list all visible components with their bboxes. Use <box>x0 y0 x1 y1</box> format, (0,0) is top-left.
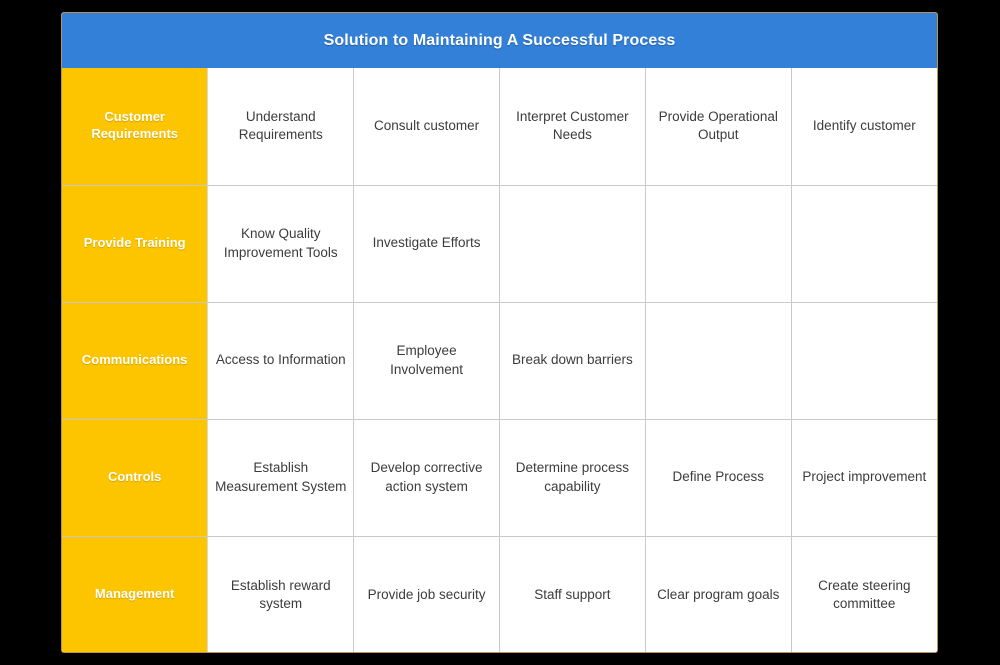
matrix-cell-empty <box>644 301 792 420</box>
matrix-cell: Access to Information <box>207 301 355 420</box>
page-title: Solution to Maintaining A Successful Pro… <box>62 13 937 68</box>
table-row: Management Establish reward system Provi… <box>62 535 937 652</box>
matrix-cell: Clear program goals <box>644 535 792 652</box>
matrix-cell: Consult customer <box>353 68 500 186</box>
matrix-cell-empty <box>790 184 937 303</box>
row-category-label: Communications <box>62 301 209 420</box>
matrix-cell: Identify customer <box>790 68 937 186</box>
solution-matrix-table: Customer Requirements Understand Require… <box>62 68 937 652</box>
table-row: Communications Access to Information Emp… <box>62 301 937 420</box>
row-category-label: Customer Requirements <box>62 68 209 186</box>
matrix-cell: Develop corrective action system <box>353 418 500 537</box>
matrix-cell: Establish Measurement System <box>207 418 355 537</box>
matrix-cell-empty <box>790 301 937 420</box>
matrix-cell: Determine process capability <box>498 418 646 537</box>
matrix-body: Customer Requirements Understand Require… <box>62 68 937 652</box>
row-category-label: Management <box>62 535 209 652</box>
row-category-label: Controls <box>62 418 209 537</box>
matrix-cell: Provide Operational Output <box>644 68 792 186</box>
table-row: Controls Establish Measurement System De… <box>62 418 937 537</box>
matrix-cell: Create steering committee <box>790 535 937 652</box>
matrix-cell: Employee Involvement <box>353 301 500 420</box>
matrix-cell: Define Process <box>644 418 792 537</box>
matrix-cell: Staff support <box>498 535 646 652</box>
matrix-cell: Provide job security <box>353 535 500 652</box>
row-category-label: Provide Training <box>62 184 209 303</box>
matrix-cell-empty <box>644 184 792 303</box>
table-row: Customer Requirements Understand Require… <box>62 68 937 186</box>
matrix-cell: Know Quality Improvement Tools <box>207 184 355 303</box>
solution-matrix-card: Solution to Maintaining A Successful Pro… <box>61 12 938 653</box>
matrix-cell: Investigate Efforts <box>353 184 500 303</box>
matrix-cell: Project improvement <box>790 418 937 537</box>
matrix-cell: Interpret Customer Needs <box>498 68 646 186</box>
matrix-cell-empty <box>498 184 646 303</box>
matrix-cell: Establish reward system <box>207 535 355 652</box>
table-row: Provide Training Know Quality Improvemen… <box>62 184 937 303</box>
matrix-cell: Understand Requirements <box>207 68 355 186</box>
matrix-cell: Break down barriers <box>498 301 646 420</box>
